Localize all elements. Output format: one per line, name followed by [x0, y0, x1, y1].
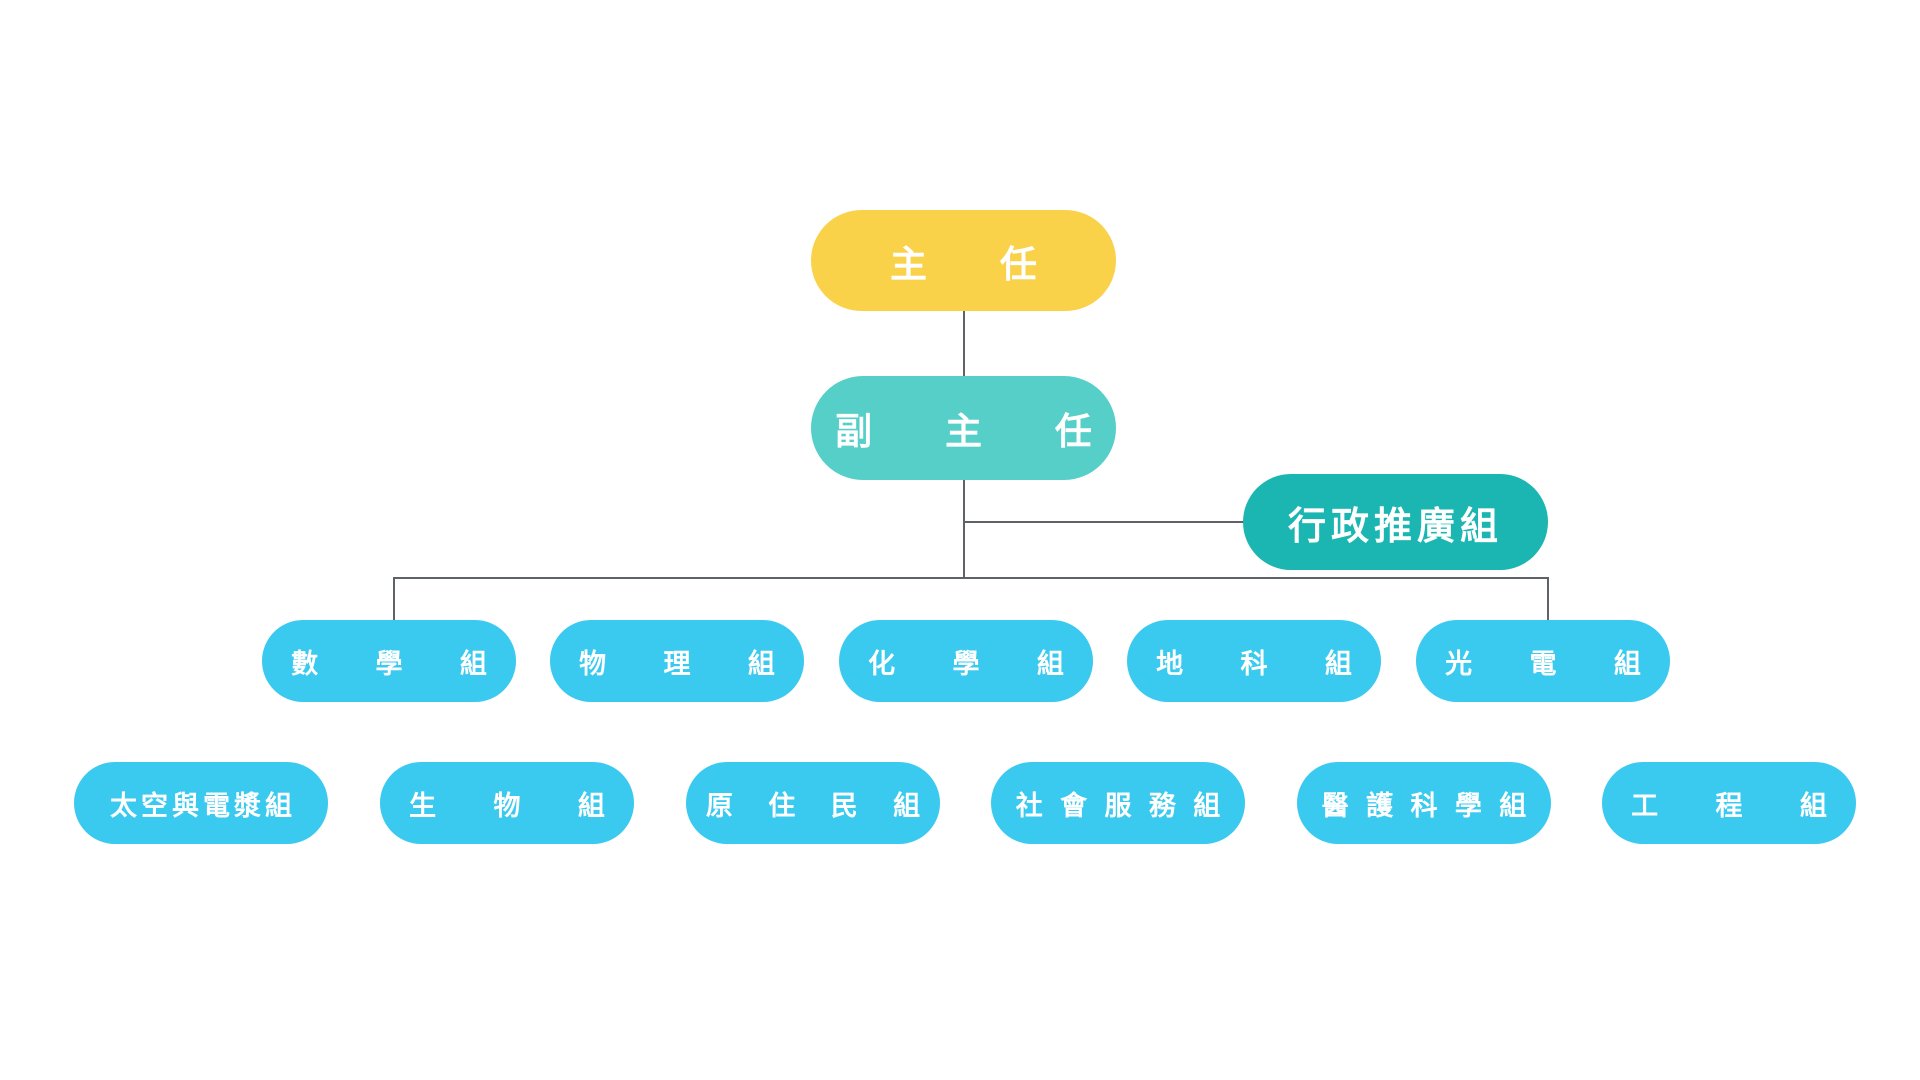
group-label-earth-science: 地 科 組 — [1156, 648, 1376, 680]
group-label-space-plasma: 太空與電漿組 — [110, 790, 296, 822]
admin-promotion-label: 行政推廣組 — [1287, 503, 1503, 548]
director-label: 主 任 — [890, 242, 1067, 286]
group-label-biology: 生 物 組 — [409, 790, 629, 822]
connector-admin-branch — [964, 521, 1244, 523]
deputy-director-node: 副 主 任 — [811, 376, 1116, 480]
group-node-engineering: 工 程 組 — [1602, 762, 1856, 844]
group-node-indigenous: 原 住 民 組 — [686, 762, 940, 844]
connector-groups-bar — [393, 577, 1549, 579]
group-node-biology: 生 物 組 — [380, 762, 634, 844]
group-node-math: 數 學 組 — [262, 620, 516, 702]
group-label-social-service: 社 會 服 務 組 — [1015, 790, 1225, 822]
group-label-physics: 物 理 組 — [579, 648, 799, 680]
deputy-director-label: 副 主 任 — [835, 410, 1122, 453]
connector-director-deputy — [963, 311, 965, 376]
admin-promotion-node: 行政推廣組 — [1243, 474, 1548, 570]
director-node: 主 任 — [811, 210, 1116, 311]
group-node-medical-science: 醫 護 科 學 組 — [1297, 762, 1551, 844]
group-node-earth-science: 地 科 組 — [1127, 620, 1381, 702]
group-label-optoelectronics: 光 電 組 — [1445, 648, 1665, 680]
group-node-physics: 物 理 組 — [550, 620, 804, 702]
group-node-space-plasma: 太空與電漿組 — [74, 762, 328, 844]
connector-right-drop — [1547, 577, 1549, 620]
group-label-math: 數 學 組 — [291, 648, 511, 680]
group-label-engineering: 工 程 組 — [1631, 790, 1851, 822]
group-node-chemistry: 化 學 組 — [839, 620, 1093, 702]
group-label-indigenous: 原 住 民 組 — [705, 790, 934, 822]
group-node-social-service: 社 會 服 務 組 — [991, 762, 1245, 844]
group-node-optoelectronics: 光 電 組 — [1416, 620, 1670, 702]
connector-left-drop — [393, 577, 395, 620]
connector-deputy-trunk — [963, 480, 965, 579]
group-label-chemistry: 化 學 組 — [868, 648, 1088, 680]
group-label-medical-science: 醫 護 科 學 組 — [1321, 790, 1531, 822]
